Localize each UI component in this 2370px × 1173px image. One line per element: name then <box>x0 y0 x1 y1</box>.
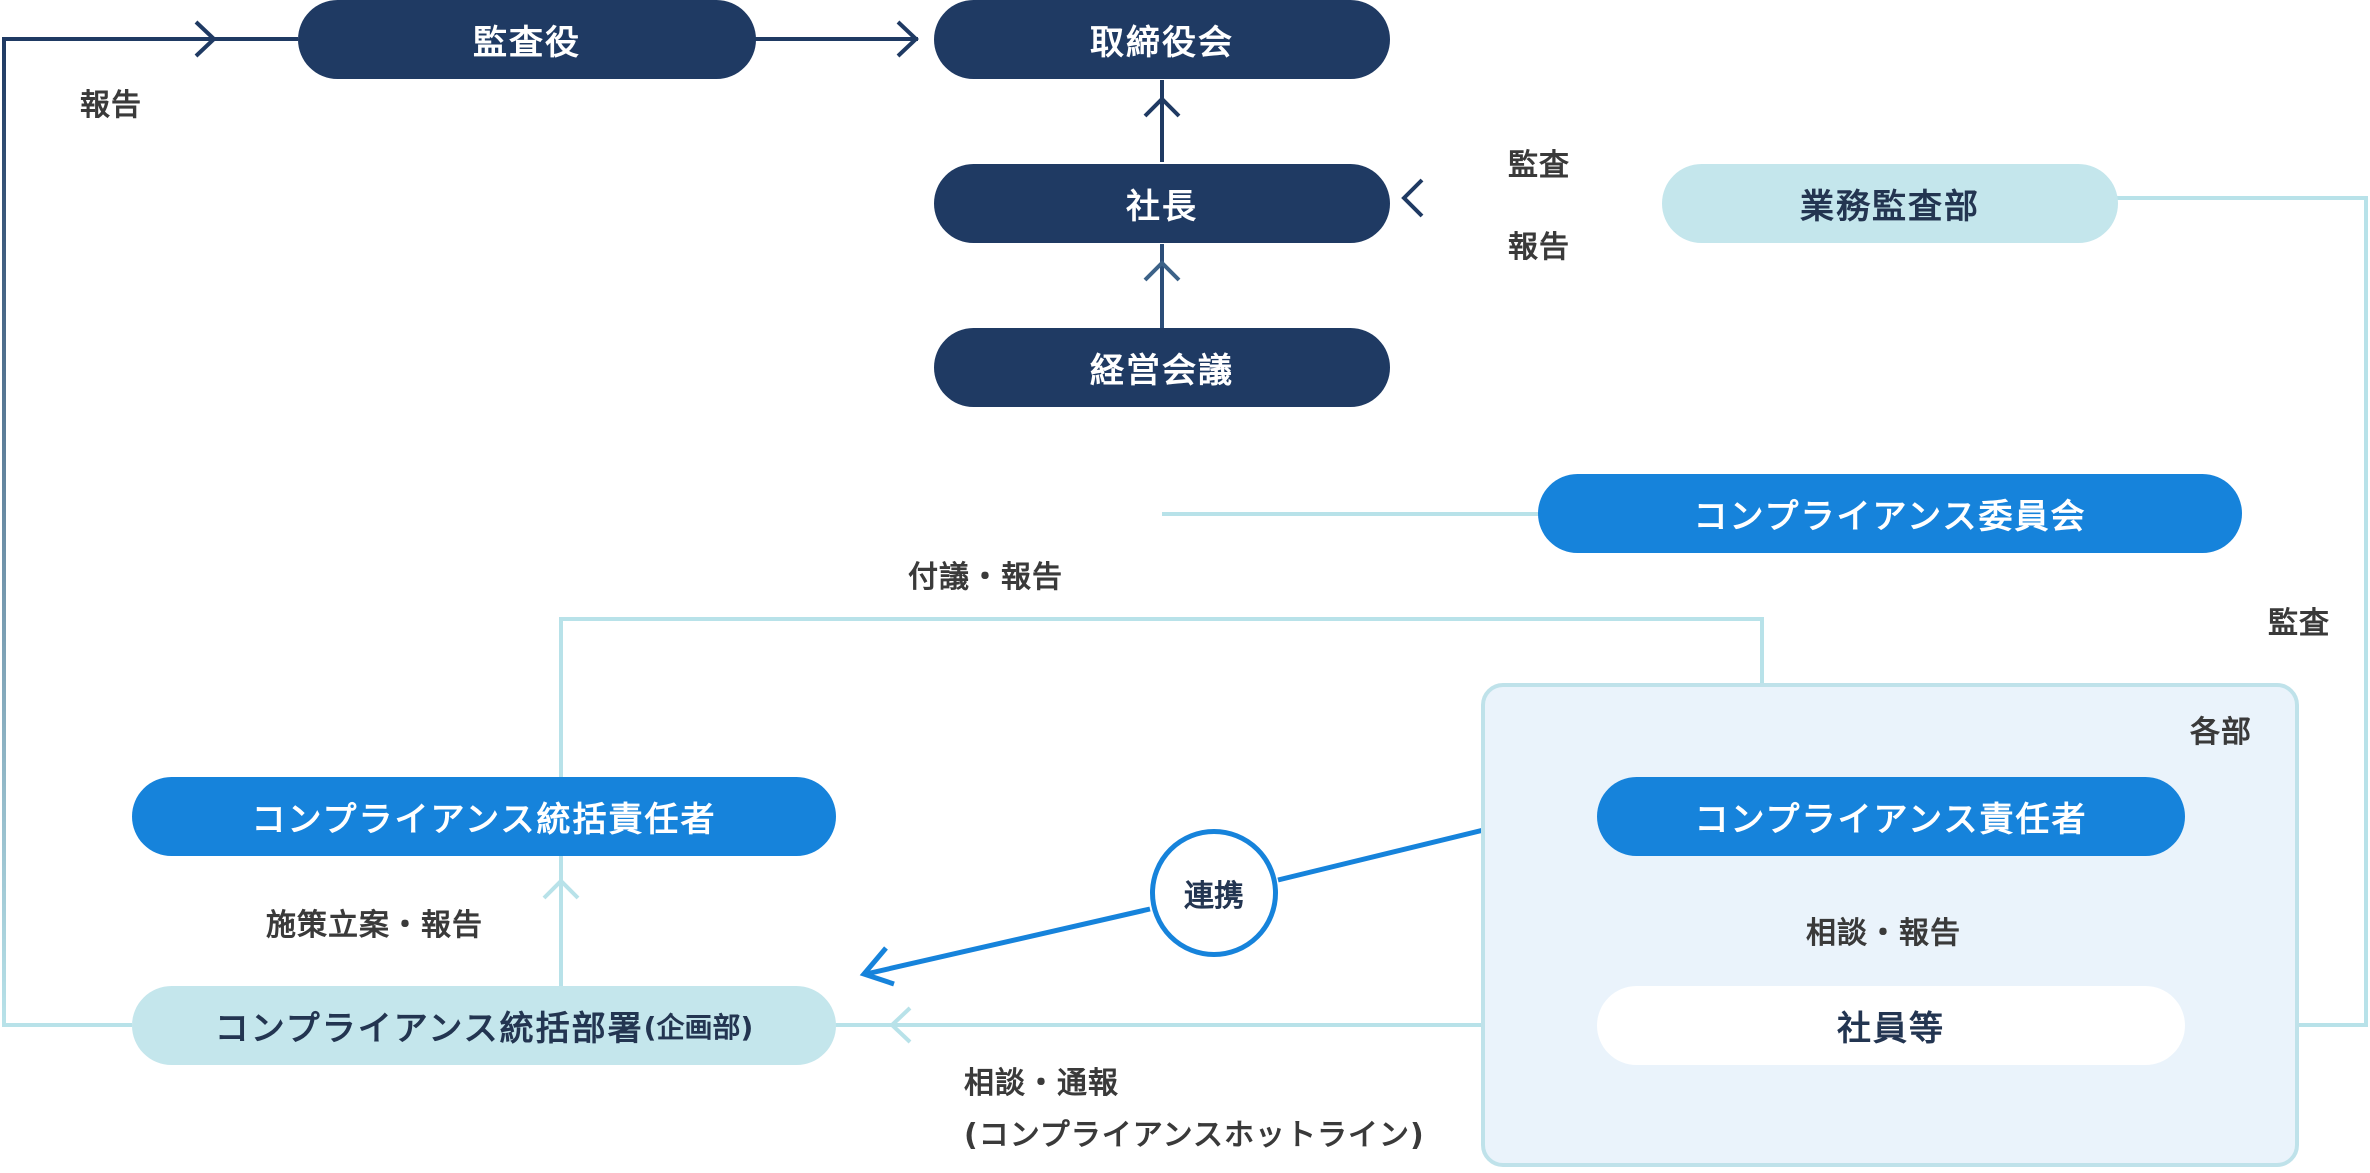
node-keiei-kaigi: 経営会議 <box>934 328 1390 407</box>
arrowhead-to-president <box>1401 178 1424 218</box>
arrowhead-to-kansayaku <box>194 20 217 58</box>
label-sodan-tsuho: 相談・通報 <box>964 1066 1119 1101</box>
node-compliance-iinkai: コンプライアンス委員会 <box>1538 474 2242 553</box>
arrowhead-to-board <box>896 20 919 58</box>
line-branch-horizontal <box>559 617 1764 777</box>
tokatsu-busho-sub: (企画部) <box>643 1010 754 1044</box>
label-shisaku: 施策立案・報告 <box>266 908 483 943</box>
node-compliance-sekininsha: コンプライアンス責任者 <box>1597 777 2185 856</box>
label-fugi-hokoku: 付議・報告 <box>908 560 1063 595</box>
node-shacho: 社長 <box>934 164 1390 243</box>
department-panel <box>1481 683 2299 1167</box>
label-hokoku-left: 報告 <box>80 88 142 123</box>
label-kansa-top: 監査 <box>1508 148 1570 183</box>
label-kansa-right: 監査 <box>2268 606 2330 641</box>
arrowhead-renkei-left <box>859 946 895 987</box>
arrowhead-up-board <box>1143 96 1181 118</box>
node-torishimariyakukai: 取締役会 <box>934 0 1390 79</box>
node-compliance-tokatsu-sekininsha: コンプライアンス統括責任者 <box>132 777 836 856</box>
label-hokoku-top: 報告 <box>1508 230 1570 265</box>
node-kansayaku: 監査役 <box>298 0 756 79</box>
renkei-circle: 連携 <box>1150 829 1278 957</box>
arrowhead-up-president <box>1143 260 1181 282</box>
tokatsu-busho-label: コンプライアンス統括部署 <box>214 1009 644 1049</box>
arrowhead-to-tokatsu-busho <box>889 1006 912 1044</box>
label-kakubu: 各部 <box>2190 715 2252 750</box>
report-line-left <box>2 37 298 1027</box>
label-hotline: (コンプライアンスホットライン) <box>964 1118 1425 1153</box>
node-compliance-tokatsu-busho: コンプライアンス統括部署(企画部) <box>132 986 836 1065</box>
arrowhead-up-sekininsha <box>542 878 580 900</box>
node-shainto: 社員等 <box>1597 986 2185 1065</box>
line-renkei-left <box>865 906 1151 977</box>
node-gyomu-kansabu: 業務監査部 <box>1662 164 2118 243</box>
label-sodan-hokoku: 相談・報告 <box>1806 916 1961 951</box>
